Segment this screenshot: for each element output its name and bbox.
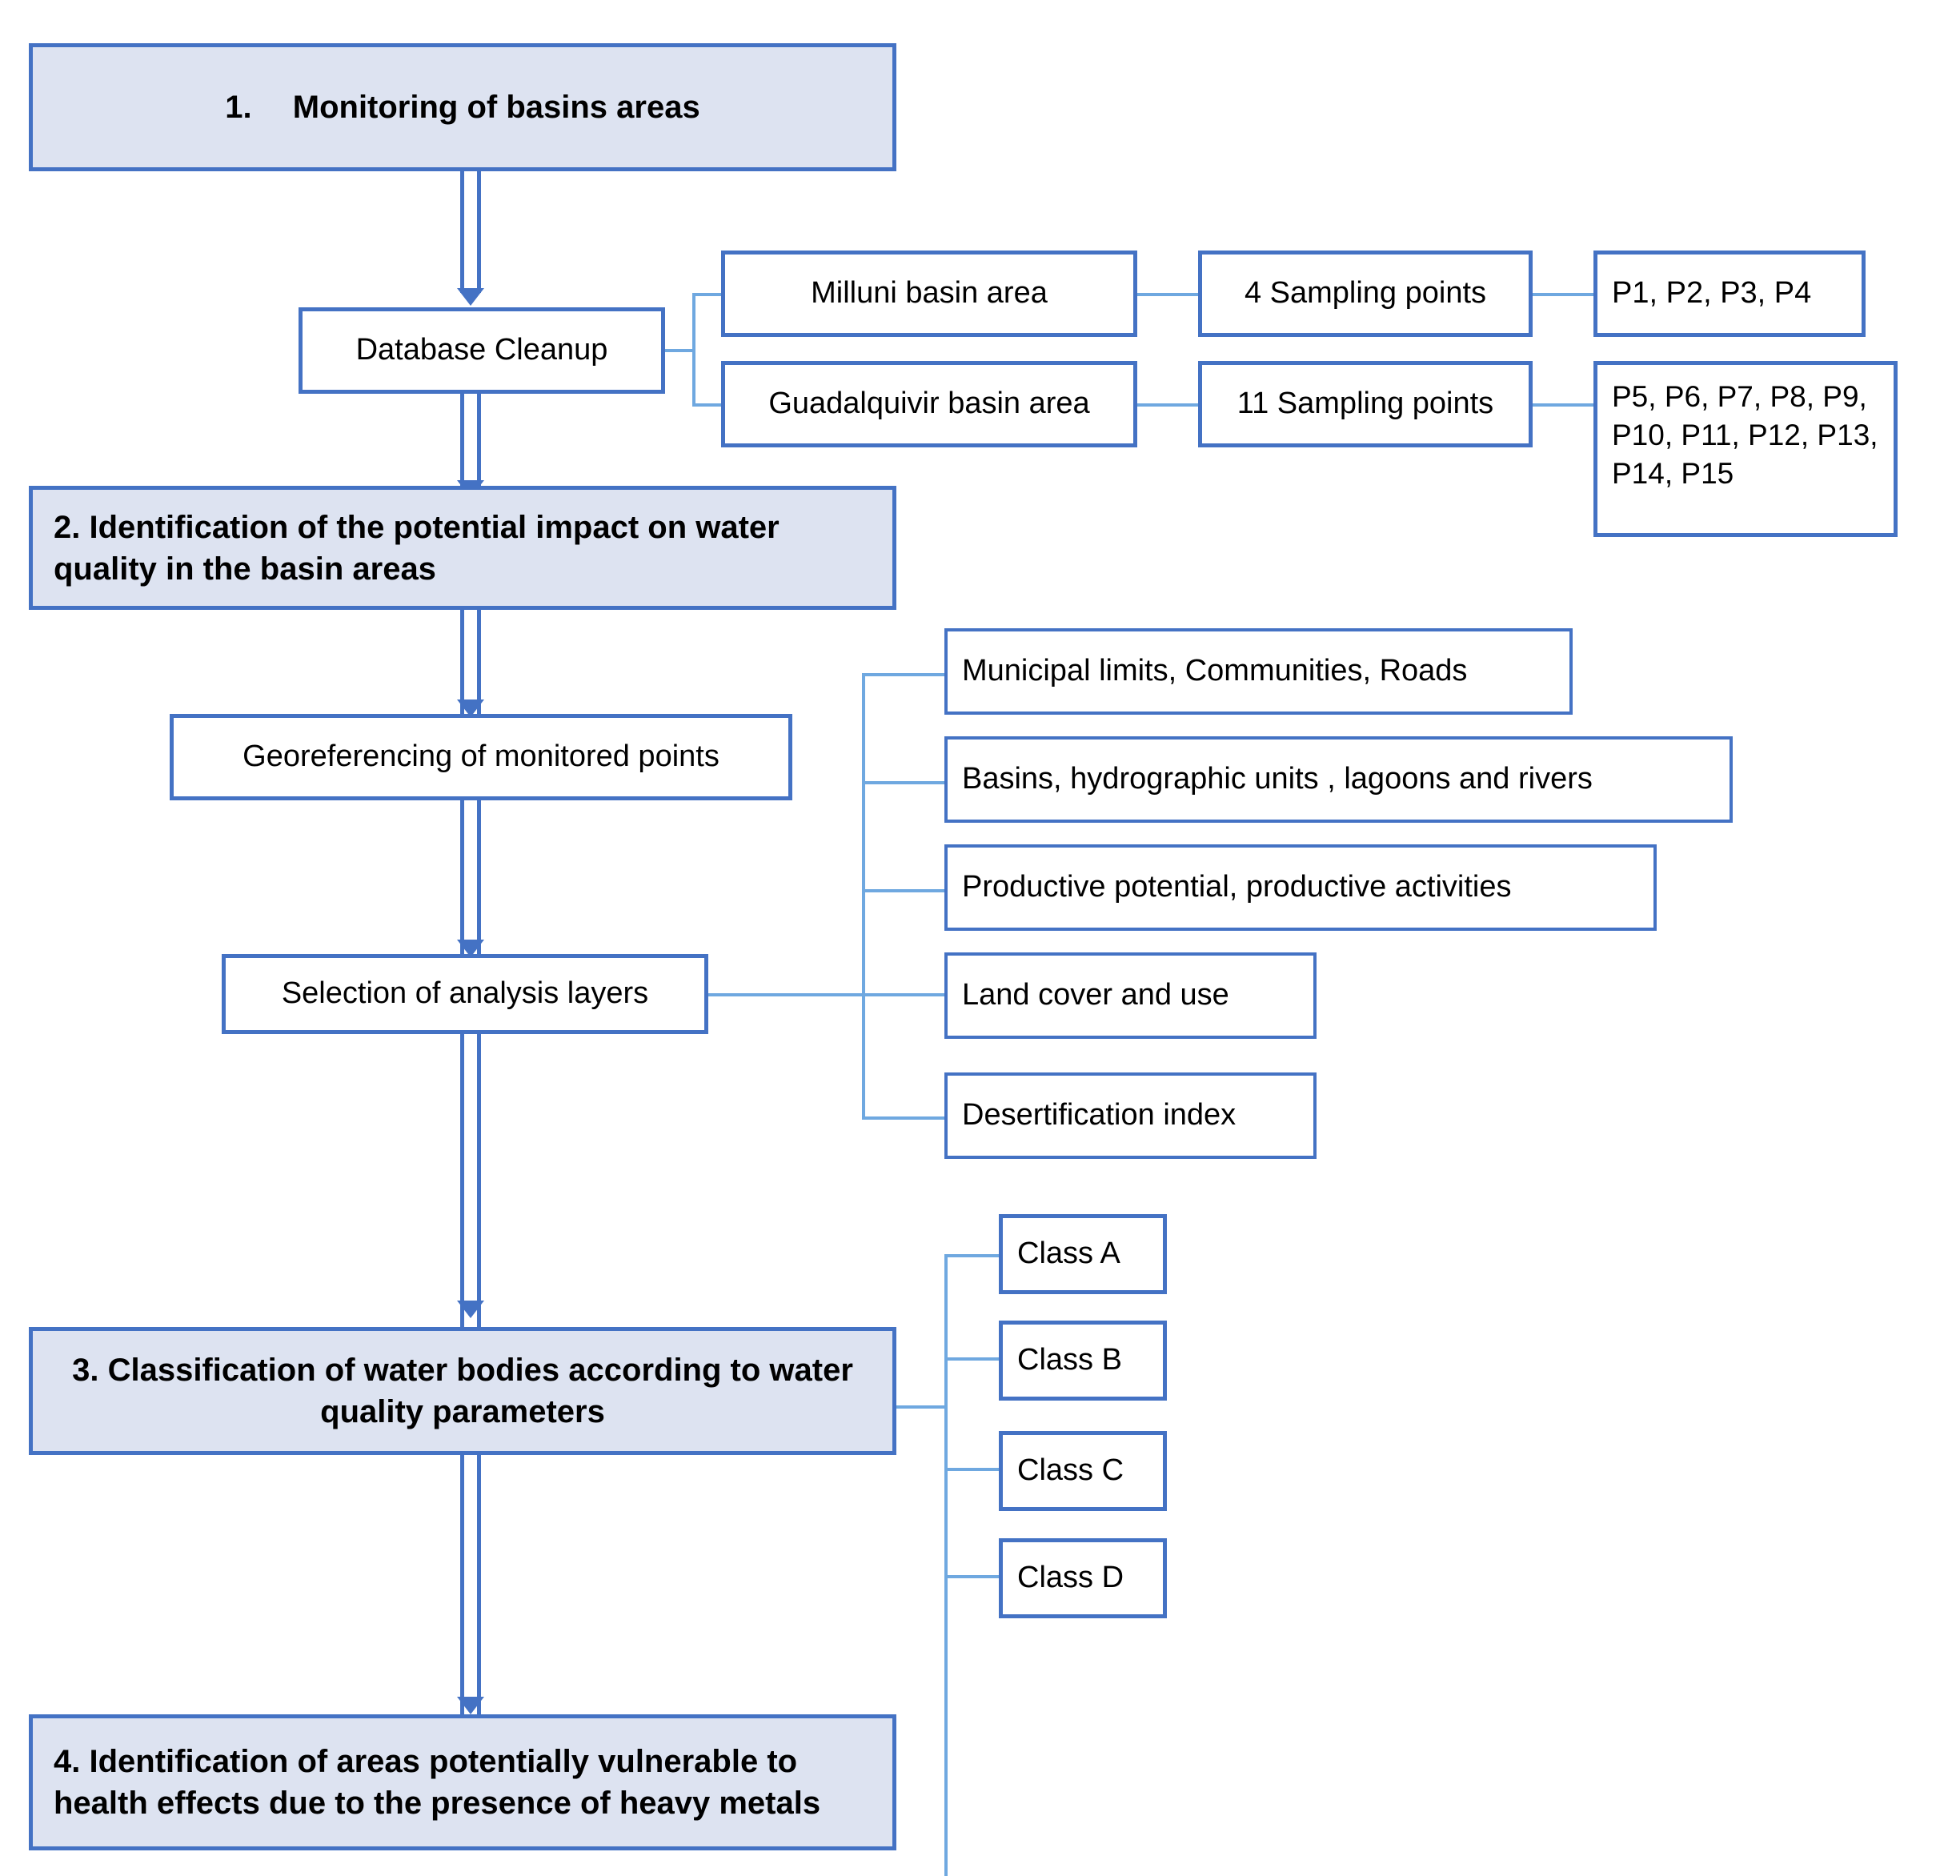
connector-layers-trunk — [862, 673, 865, 1120]
sampling-box-guadalquivir[interactable]: 11 Sampling points — [1198, 361, 1533, 447]
arrow-stage3-to-stage4 — [460, 1455, 481, 1726]
layer-box-4[interactable]: Land cover and use — [944, 952, 1317, 1039]
connector-classes-trunk — [944, 1254, 948, 1876]
class-label-b: Class B — [1017, 1343, 1122, 1377]
layer-box-2[interactable]: Basins, hydrographic units , lagoons and… — [944, 736, 1733, 823]
class-box-c[interactable]: Class C — [999, 1431, 1167, 1511]
connector-class-branch-d — [944, 1575, 1002, 1578]
connector-guadalquivir-to-sampling — [1137, 403, 1200, 407]
georeferencing-box[interactable]: Georeferencing of monitored points — [170, 714, 792, 800]
arrow-stage2-to-georeferencing — [460, 610, 481, 716]
database-cleanup-label: Database Cleanup — [355, 333, 608, 367]
selection-layers-box[interactable]: Selection of analysis layers — [222, 954, 708, 1034]
connector-stage3-stub — [896, 1405, 948, 1409]
class-box-d[interactable]: Class D — [999, 1538, 1167, 1618]
sampling-box-milluni[interactable]: 4 Sampling points — [1198, 251, 1533, 337]
connector-cleanup-to-guadalquivir — [692, 403, 723, 407]
layer-box-5[interactable]: Desertification index — [944, 1072, 1317, 1159]
selection-layers-label: Selection of analysis layers — [281, 976, 649, 1011]
stage-3-box[interactable]: 3. Classification of water bodies accord… — [29, 1327, 896, 1455]
layer-label-5: Desertification index — [962, 1098, 1237, 1132]
stage-4-box[interactable]: 4. Identification of areas potentially v… — [29, 1714, 896, 1850]
class-box-a[interactable]: Class A — [999, 1214, 1167, 1294]
layer-label-2: Basins, hydrographic units , lagoons and… — [962, 762, 1593, 796]
connector-class-branch-b — [944, 1357, 1002, 1361]
basin-name-guadalquivir: Guadalquivir basin area — [768, 387, 1090, 421]
arrowhead-selection-to-stage3 — [457, 1301, 484, 1318]
connector-cleanup-stub — [665, 349, 695, 352]
stage-4-label: 4. Identification of areas potentially v… — [54, 1744, 821, 1821]
layer-label-1: Municipal limits, Communities, Roads — [962, 654, 1468, 688]
sampling-label-guadalquivir: 11 Sampling points — [1237, 387, 1494, 421]
stage-1-label: 1. Monitoring of basins areas — [225, 90, 700, 125]
layer-box-3[interactable]: Productive potential, productive activit… — [944, 844, 1657, 931]
connector-layers-branch-1 — [862, 673, 948, 676]
points-label-milluni: P1, P2, P3, P4 — [1612, 276, 1812, 311]
class-label-d: Class D — [1017, 1561, 1124, 1595]
sampling-label-milluni: 4 Sampling points — [1244, 276, 1487, 311]
stage-1-box[interactable]: 1. Monitoring of basins areas — [29, 43, 896, 171]
connector-sampling-to-points-milluni — [1533, 293, 1595, 296]
layer-label-4: Land cover and use — [962, 978, 1229, 1012]
layer-label-3: Productive potential, productive activit… — [962, 870, 1512, 904]
stage-3-label: 3. Classification of water bodies accord… — [72, 1353, 853, 1429]
connector-cleanup-trunk — [692, 293, 695, 407]
points-box-milluni[interactable]: P1, P2, P3, P4 — [1593, 251, 1866, 337]
connector-sampling-to-points-guadalquivir — [1533, 403, 1595, 407]
connector-layers-branch-4 — [862, 993, 948, 996]
arrowhead-stage2-to-georeferencing — [457, 699, 484, 717]
arrow-selection-to-stage3 — [460, 1034, 481, 1329]
connector-layers-branch-3 — [862, 889, 948, 892]
basin-name-milluni: Milluni basin area — [811, 276, 1048, 311]
points-label-guadalquivir: P5, P6, P7, P8, P9, P10, P11, P12, P13, … — [1612, 380, 1878, 491]
connector-class-branch-a — [944, 1254, 1002, 1257]
arrowhead-stage3-to-stage4 — [457, 1697, 484, 1714]
class-box-b[interactable]: Class B — [999, 1321, 1167, 1401]
connector-layers-branch-2 — [862, 781, 948, 784]
class-label-a: Class A — [1017, 1237, 1120, 1271]
arrowhead-georeferencing-to-selection — [457, 940, 484, 957]
layer-box-1[interactable]: Municipal limits, Communities, Roads — [944, 628, 1573, 715]
class-label-c: Class C — [1017, 1453, 1124, 1488]
points-box-guadalquivir[interactable]: P5, P6, P7, P8, P9, P10, P11, P12, P13, … — [1593, 361, 1898, 537]
stage-2-label: 2. Identification of the potential impac… — [54, 509, 780, 587]
basin-box-milluni[interactable]: Milluni basin area — [721, 251, 1137, 337]
stage-2-box[interactable]: 2. Identification of the potential impac… — [29, 486, 896, 610]
connector-milluni-to-sampling — [1137, 293, 1200, 296]
basin-box-guadalquivir[interactable]: Guadalquivir basin area — [721, 361, 1137, 447]
database-cleanup-box[interactable]: Database Cleanup — [299, 307, 665, 394]
connector-layers-branch-5 — [862, 1116, 948, 1120]
arrow-cleanup-to-stage2 — [460, 394, 481, 488]
connector-cleanup-to-milluni — [692, 293, 723, 296]
arrowhead-stage1-to-cleanup — [457, 288, 484, 306]
georeferencing-label: Georeferencing of monitored points — [242, 740, 719, 774]
arrow-stage1-to-cleanup — [460, 171, 481, 293]
connector-class-branch-c — [944, 1468, 1002, 1471]
connector-selection-stub — [708, 993, 865, 996]
